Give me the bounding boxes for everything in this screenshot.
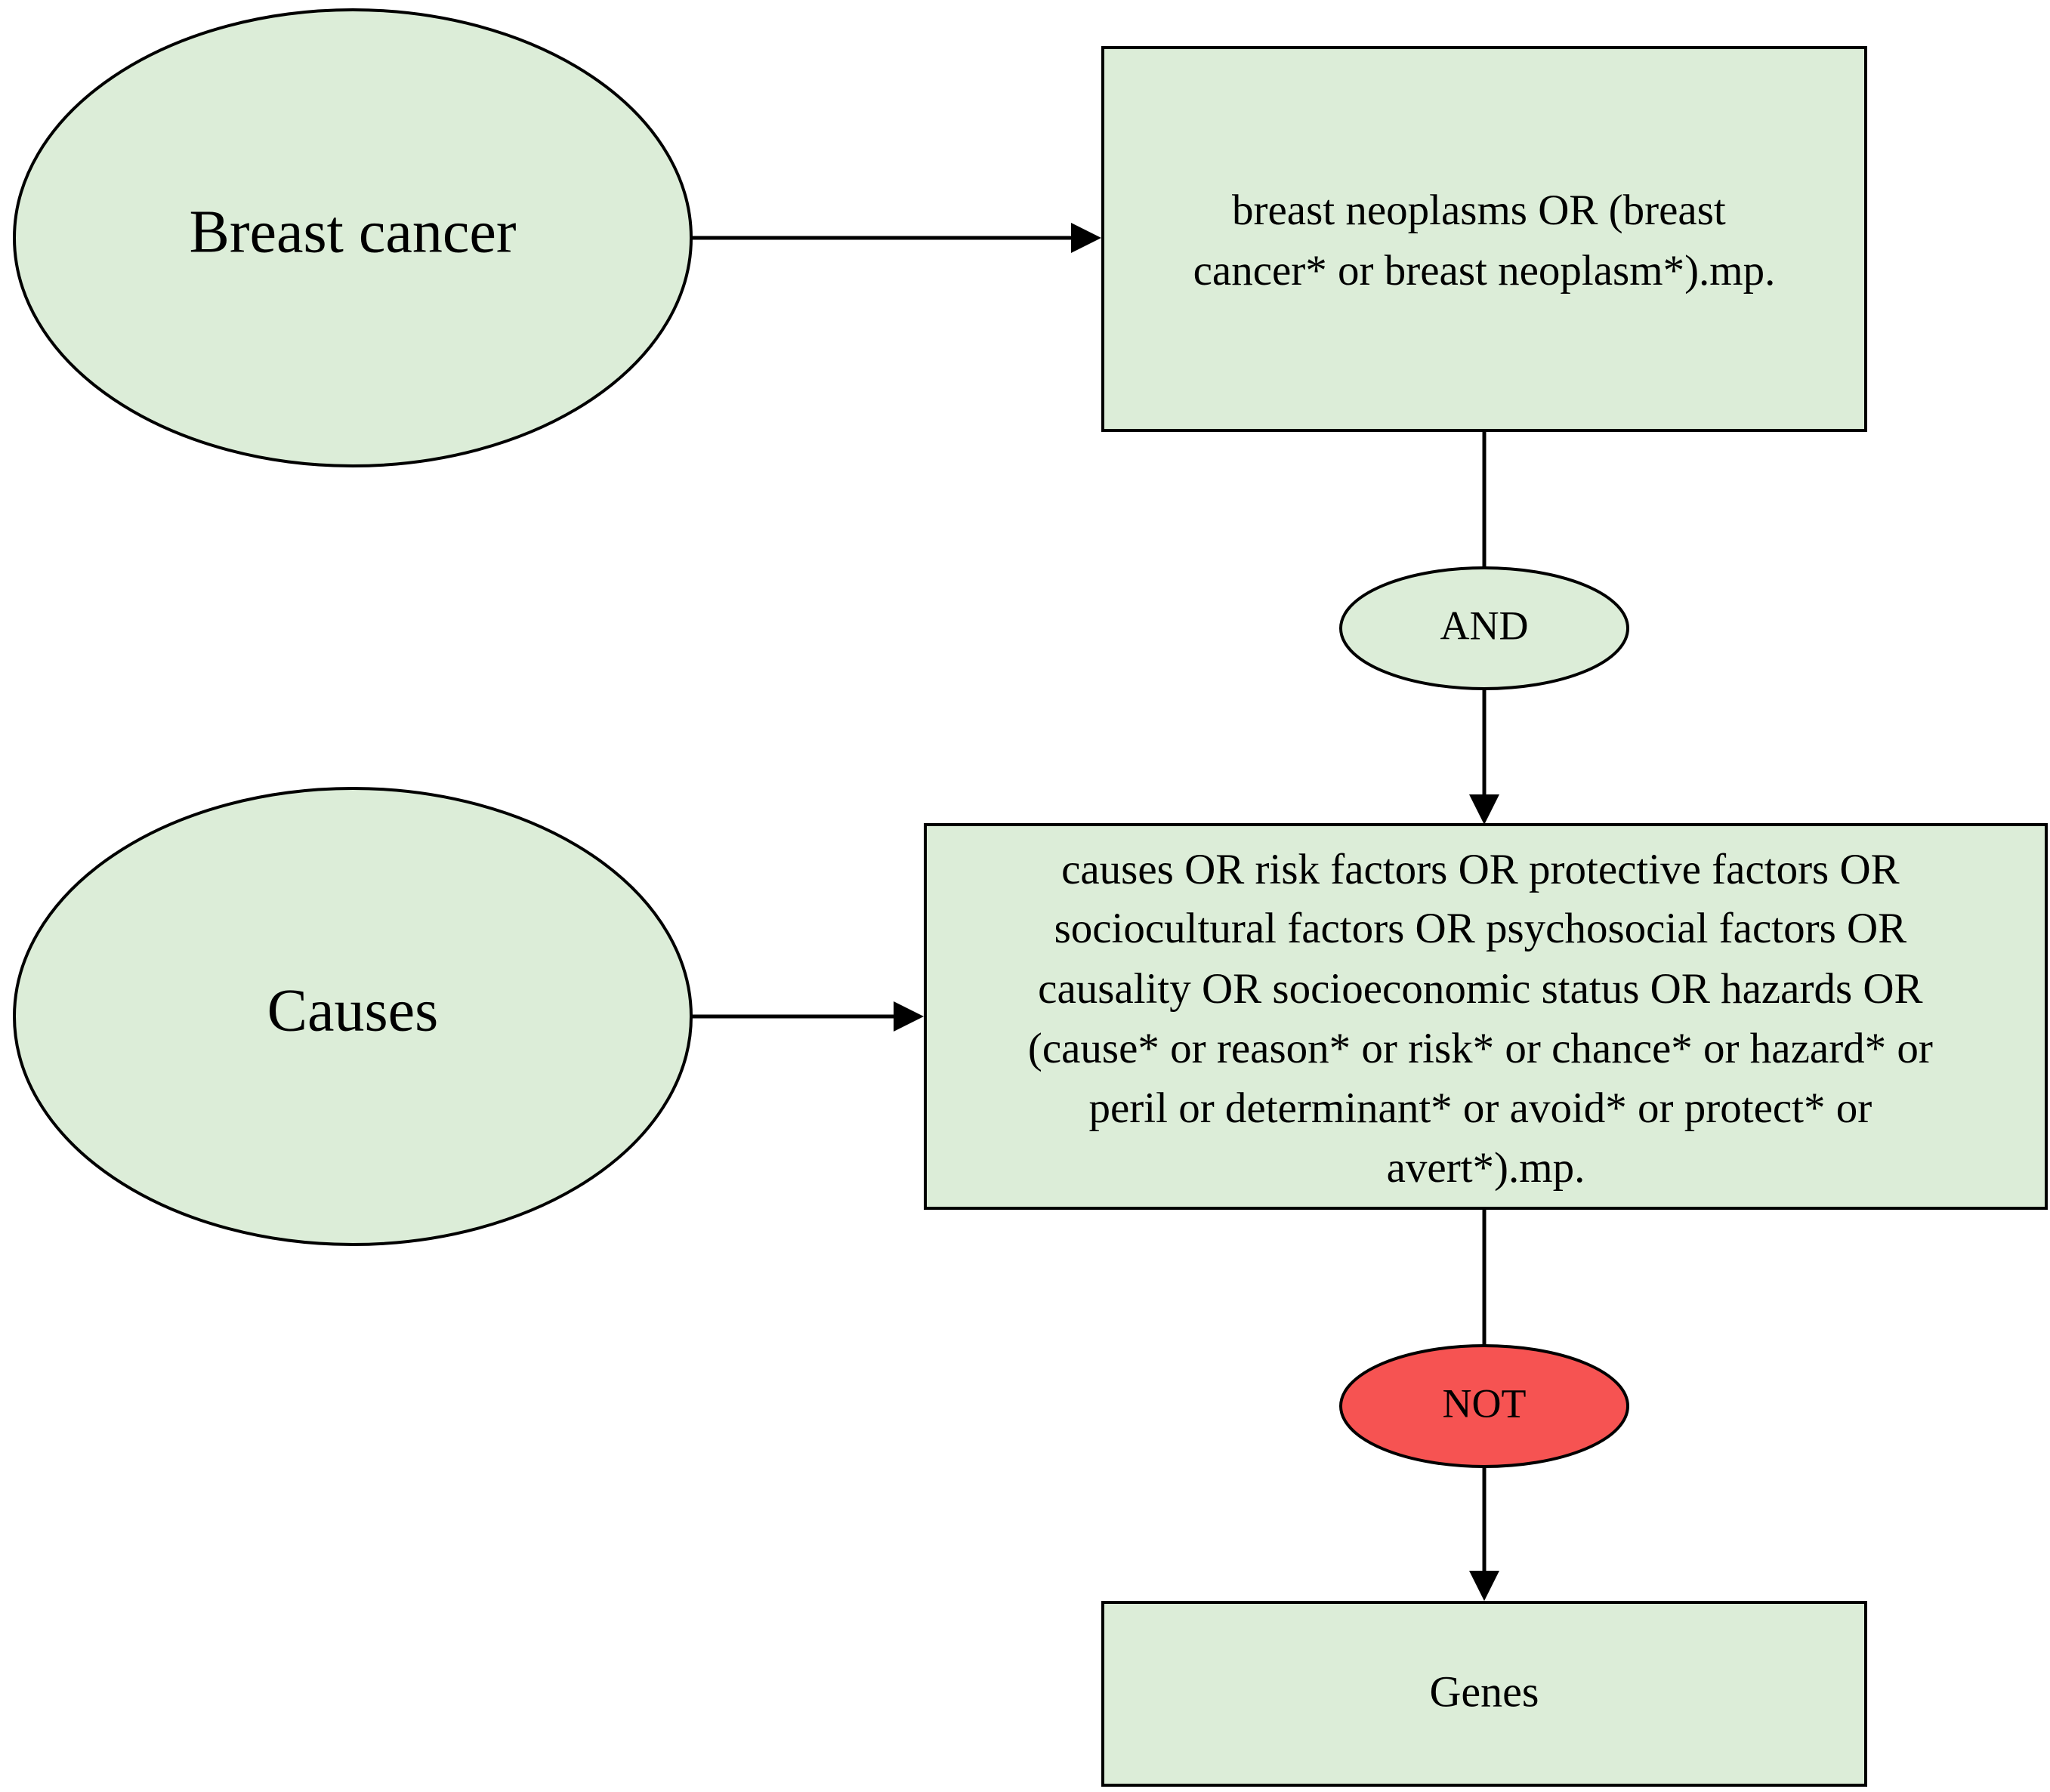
and-operator-node: AND <box>1339 566 1629 690</box>
edge-and-to-causes-query <box>1469 689 1499 825</box>
causes-query-line: causality OR socioeconomic status OR haz… <box>1038 965 1922 1013</box>
breast-cancer-label: Breast cancer <box>189 199 516 265</box>
breast-cancer-node: Breast cancer <box>13 8 693 467</box>
causes-label: Causes <box>267 977 439 1044</box>
causes-query-line: avert*).mp. <box>1387 1144 1585 1192</box>
genes-label: Genes <box>1430 1667 1539 1716</box>
breast-query-line: breast neoplasms OR (breast <box>1232 187 1726 234</box>
edge-not-to-genes <box>1469 1467 1499 1601</box>
edge-causes-to-query <box>691 1001 924 1032</box>
causes-node: Causes <box>13 787 693 1246</box>
causes-query-text: causes OR risk factors OR protective fac… <box>1028 846 1943 1192</box>
causes-query-line: (cause* or reason* or risk* or chance* o… <box>1028 1025 1933 1072</box>
causes-query-line: causes OR risk factors OR protective fac… <box>1061 846 1900 893</box>
breast-cancer-query-node: breast neoplasms OR (breast cancer* or b… <box>1101 46 1867 432</box>
breast-cancer-query-text: breast neoplasms OR (breast cancer* or b… <box>1193 187 1776 295</box>
edge-breast-cancer-to-query <box>691 223 1101 253</box>
causes-query-line: sociocultural factors OR psychosocial fa… <box>1054 905 1907 952</box>
genes-node: Genes <box>1101 1601 1867 1787</box>
not-operator-label: NOT <box>1443 1380 1527 1426</box>
not-operator-node: NOT <box>1339 1344 1629 1468</box>
breast-query-line: cancer* or breast neoplasm*).mp. <box>1193 247 1776 295</box>
and-operator-label: AND <box>1440 603 1529 648</box>
causes-query-node: causes OR risk factors OR protective fac… <box>924 823 2048 1210</box>
causes-query-line: peril or determinant* or avoid* or prote… <box>1089 1084 1872 1132</box>
